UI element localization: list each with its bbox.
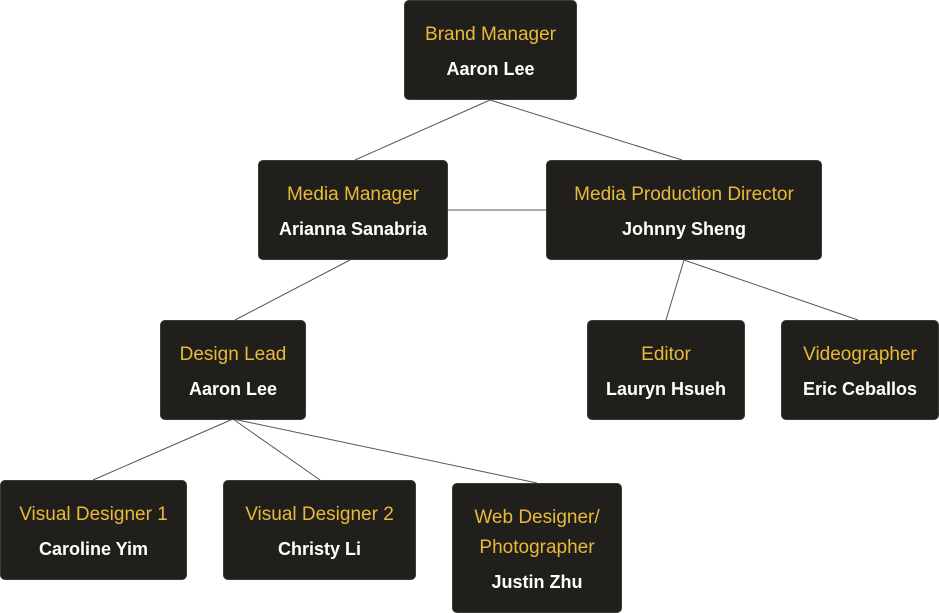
connector-brand-manager-media-production-director [489, 99, 683, 161]
node-visual-designer-2: Visual Designer 2 Christy Li [223, 480, 416, 580]
role-label: Visual Designer 2 [245, 504, 394, 525]
person-name: Lauryn Hsueh [605, 379, 727, 399]
person-name: Eric Ceballos [802, 379, 918, 399]
person-name: Arianna Sanabria [278, 219, 428, 239]
connector-design-lead-web-designer [232, 418, 538, 484]
connector-media-production-director-editor [665, 259, 685, 321]
role-label: Web Designer/ Photographer [474, 507, 600, 558]
person-name: Aaron Lee [188, 379, 278, 399]
connector-design-lead-visual-designer-1 [92, 418, 234, 481]
role-label: Brand Manager [425, 24, 556, 45]
node-brand-manager: Brand Manager Aaron Lee [404, 0, 577, 100]
node-media-production-director: Media Production Director Johnny Sheng [546, 160, 822, 260]
node-design-lead: Design Lead Aaron Lee [160, 320, 306, 420]
person-name: Johnny Sheng [621, 219, 746, 239]
role-label: Videographer [803, 344, 917, 365]
person-name: Justin Zhu [491, 572, 583, 592]
node-videographer: Videographer Eric Ceballos [781, 320, 939, 420]
person-name: Caroline Yim [38, 539, 149, 559]
role-label: Editor [641, 344, 691, 365]
node-visual-designer-1: Visual Designer 1 Caroline Yim [0, 480, 187, 580]
node-editor: Editor Lauryn Hsueh [587, 320, 745, 420]
node-media-manager: Media Manager Arianna Sanabria [258, 160, 448, 260]
connector-design-lead-visual-designer-2 [232, 418, 321, 481]
role-label: Design Lead [179, 344, 287, 365]
person-name: Aaron Lee [446, 59, 535, 79]
role-label: Media Manager [286, 184, 420, 205]
node-web-designer-photographer: Web Designer/ Photographer Justin Zhu [452, 483, 622, 613]
connector-media-production-director-videographer [683, 259, 859, 321]
connector-media-manager-design-lead [234, 259, 351, 321]
connector-brand-manager-media-manager [354, 99, 491, 161]
role-label: Media Production Director [574, 184, 794, 205]
person-name: Christy Li [277, 539, 361, 559]
role-label: Visual Designer 1 [19, 504, 168, 525]
